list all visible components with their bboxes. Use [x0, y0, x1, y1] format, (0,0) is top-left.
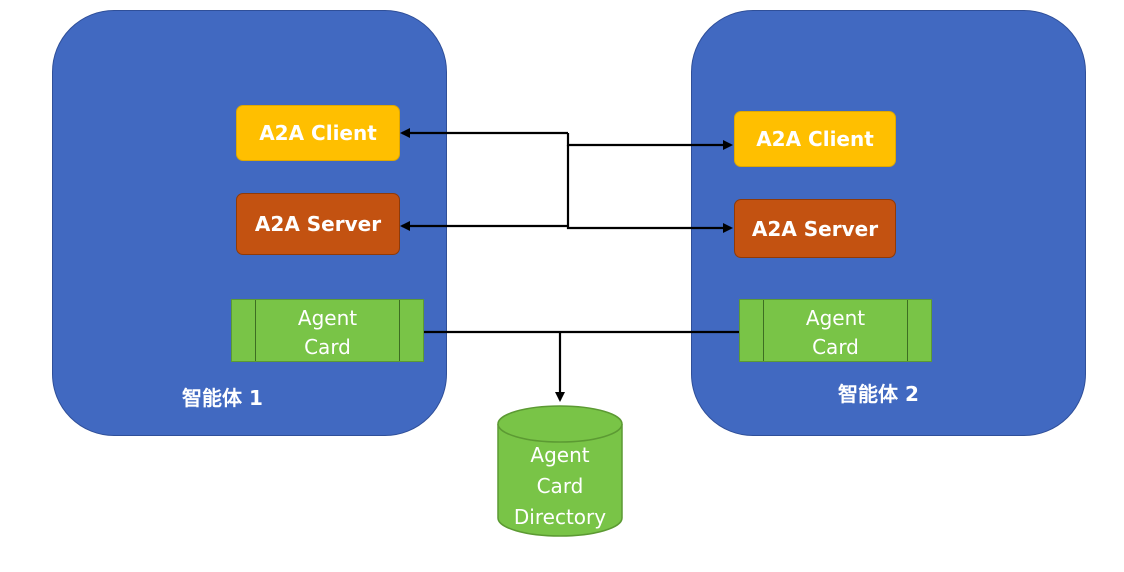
- agent-1-card-line-2: Card: [304, 335, 351, 359]
- connector-server1-server2-right: [566, 145, 733, 233]
- agent-1-a2a-client: A2A Client: [236, 105, 400, 161]
- directory-line-3: Directory: [513, 505, 607, 529]
- directory-line-1: Agent: [530, 443, 590, 467]
- agent-1-agent-card: Agent Card: [231, 299, 424, 362]
- agent-2-agent-card: Agent Card: [739, 299, 932, 362]
- directory-line-2: Card: [536, 474, 584, 498]
- agent-1-client-label: A2A Client: [259, 121, 377, 145]
- agent-2-label: 智能体 2: [838, 382, 919, 406]
- agent-card-directory-cylinder: [497, 405, 623, 537]
- agent-2-card-line-2: Card: [812, 335, 859, 359]
- agent-2-client-label: A2A Client: [756, 127, 874, 151]
- agent-1-server-label: A2A Server: [254, 212, 382, 236]
- agent-2-a2a-client: A2A Client: [734, 111, 896, 167]
- connector-client1-client2-right: [566, 133, 733, 150]
- agent-card-directory-label: Agent Card Directory: [498, 440, 622, 533]
- agent-1-label: 智能体 1: [182, 386, 263, 410]
- agent-2-a2a-server: A2A Server: [734, 199, 896, 258]
- agent-2-card-line-1: Agent: [805, 306, 866, 330]
- agent-1-a2a-server: A2A Server: [236, 193, 400, 255]
- agent-2-server-label: A2A Server: [751, 216, 879, 241]
- agent-1-card-line-1: Agent: [297, 306, 358, 330]
